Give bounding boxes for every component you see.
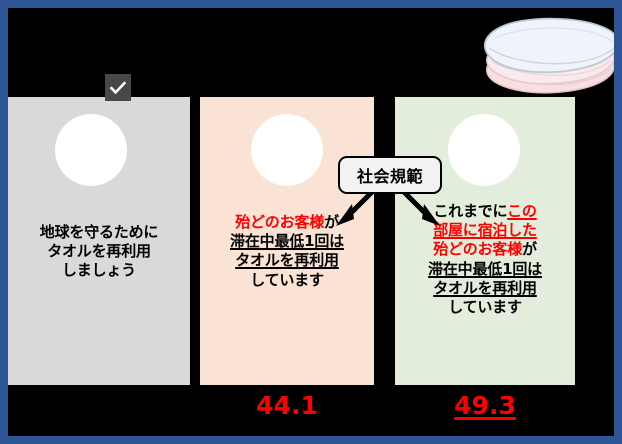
card-control-line-1: 地球を守るために: [39, 223, 159, 241]
card-provincial-line-1: これまでにこの: [433, 202, 537, 220]
card-descriptive-line-4: しています: [250, 270, 324, 289]
card-provincial-line-4: 滞在中最低1回は: [428, 259, 542, 278]
card-control: 地球を守るために タオルを再利用 しましょう: [8, 97, 190, 385]
stacked-towels-illustration: [484, 17, 614, 94]
card-descriptive-line-1: 殆どのお客様が: [235, 213, 339, 231]
card-provincial-line-6: しています: [448, 297, 522, 316]
card-control-text: 地球を守るために タオルを再利用 しましょう: [8, 223, 190, 281]
card-descriptive-norm: 殆どのお客様が 滞在中最低1回は タオルを再利用 しています: [200, 97, 374, 385]
card-provincial-norm: これまでにこの 部屋に宿泊した 殆どのお客様が 滞在中最低1回は タオルを再利用…: [395, 97, 575, 385]
door-hanger-hole-icon: [251, 114, 323, 186]
card-provincial-line-2: 部屋に宿泊した: [433, 221, 537, 240]
card-descriptive-norm-text: 殆どのお客様が 滞在中最低1回は タオルを再利用 しています: [200, 213, 374, 290]
door-hanger-hole-icon: [448, 114, 520, 186]
figure-inner-panel: 地球を守るために タオルを再利用 しましょう 殆どのお客様が 滞在中最低1回は …: [8, 8, 614, 436]
card-provincial-line-5: タオルを再利用: [433, 278, 537, 297]
card-descriptive-line-3: タオルを再利用: [235, 251, 339, 270]
social-norm-callout: 社会規範: [338, 156, 442, 194]
card-provincial-line-3: 殆どのお客様が: [433, 240, 537, 259]
value-provincial-norm: 49.3: [454, 391, 516, 420]
card-control-line-3: しましょう: [61, 261, 136, 280]
value-descriptive-norm: 44.1: [256, 391, 318, 420]
social-norm-callout-label: 社会規範: [356, 167, 423, 186]
door-hanger-hole-icon: [55, 114, 127, 186]
check-icon: [105, 74, 131, 101]
card-descriptive-line-2: 滞在中最低1回は: [230, 232, 344, 251]
card-provincial-norm-text: これまでにこの 部屋に宿泊した 殆どのお客様が 滞在中最低1回は タオルを再利用…: [395, 202, 575, 317]
card-control-line-2: タオルを再利用: [47, 242, 151, 261]
